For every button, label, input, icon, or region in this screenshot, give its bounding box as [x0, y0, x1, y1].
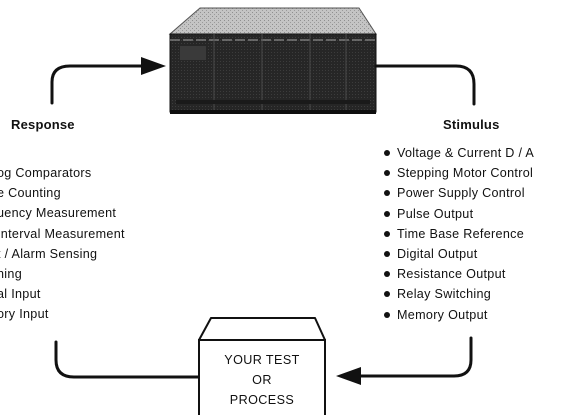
response-item: e Counting [0, 186, 61, 201]
response-item: ning [0, 267, 23, 282]
response-item: og Comparators [0, 166, 92, 180]
stimulus-item-label: Time Base Reference [397, 226, 525, 241]
instrument-to-stimulus-line [374, 64, 476, 106]
stimulus-item-label: Relay Switching [397, 287, 492, 302]
bullet-icon [384, 190, 390, 197]
bullet-icon [384, 271, 390, 278]
stimulus-item: Power Supply Control [383, 183, 534, 203]
stimulus-heading: Stimulus [443, 117, 500, 132]
process-line: PROCESS [229, 393, 295, 407]
stimulus-item-label: Pulse Output [397, 206, 474, 221]
stimulus-item-label: Voltage & Current D / A [397, 146, 535, 160]
bullet-icon [384, 291, 390, 298]
process-box [198, 317, 326, 415]
stimulus-item: Digital Output [383, 244, 534, 264]
response-to-instrument-arrow [50, 57, 166, 105]
response-list: og Comparators e Counting uency Measurem… [0, 163, 125, 325]
bullet-icon [384, 210, 390, 217]
instrument-chassis-icon [168, 7, 377, 114]
response-item: ory Input [0, 307, 49, 322]
bullet-icon [384, 251, 390, 258]
stimulus-list: Voltage & Current D / A Stepping Motor C… [383, 143, 534, 325]
process-to-response-line [54, 340, 201, 379]
process-line: OR [252, 373, 272, 387]
stimulus-item-label: Memory Output [397, 307, 488, 322]
stimulus-item-label: Power Supply Control [397, 186, 525, 201]
stimulus-item: Pulse Output [383, 204, 534, 224]
stimulus-item: Resistance Output [383, 264, 534, 284]
response-item: t / Alarm Sensing [0, 246, 98, 261]
stimulus-item-label: Resistance Output [397, 267, 506, 282]
bullet-icon [384, 150, 390, 156]
response-item: al Input [0, 287, 41, 302]
stimulus-item: Memory Output [383, 305, 534, 325]
stimulus-item: Stepping Motor Control [383, 163, 534, 183]
stimulus-item: Time Base Reference [383, 224, 534, 244]
process-box-label: YOUR TEST OR PROCESS [206, 350, 318, 410]
stimulus-item-label: Stepping Motor Control [397, 166, 534, 181]
process-line: YOUR TEST [224, 353, 300, 367]
response-item: uency Measurement [0, 206, 117, 221]
response-item: Interval Measurement [0, 226, 125, 241]
bullet-icon [384, 311, 390, 318]
stimulus-item-label: Digital Output [397, 247, 478, 262]
stimulus-item: Voltage & Current D / A [383, 143, 534, 163]
bullet-icon [384, 170, 390, 177]
response-heading: Response [11, 117, 75, 132]
bullet-icon [384, 230, 390, 237]
stimulus-item: Relay Switching [383, 284, 534, 304]
stimulus-to-process-arrow [336, 336, 473, 385]
